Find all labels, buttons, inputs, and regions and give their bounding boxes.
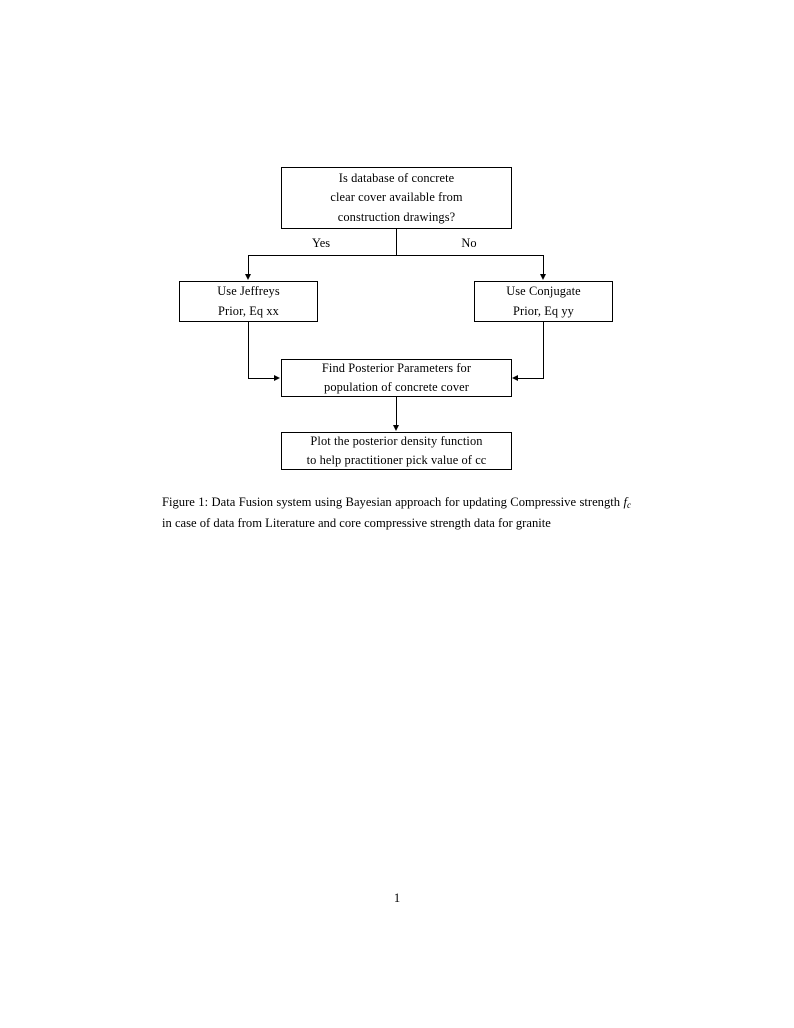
figure-caption-text-part-1: Data Fusion system using Bayesian approa… [208, 495, 624, 509]
arrowhead-to-conjugate [539, 274, 546, 280]
flowchart-node-conjugate-prior: Use Conjugate Prior, Eq yy [474, 281, 613, 322]
flowchart-node-find-posterior: Find Posterior Parameters for population… [281, 359, 512, 397]
node-plot-line-2: to help practitioner pick value of cc [306, 453, 487, 467]
node-jeffreys-line-2: Prior, Eq xx [218, 303, 279, 318]
arrowhead-to-jeffreys [244, 274, 251, 280]
arrowhead-to-plot [392, 425, 399, 431]
figure-caption: Figure 1: Data Fusion system using Bayes… [162, 492, 631, 533]
page-number: 1 [393, 891, 401, 905]
connector-conjugate-across [518, 378, 544, 379]
node-posterior-line-1: Find Posterior Parameters for [321, 360, 472, 375]
flowchart-node-plot-density: Plot the posterior density function to h… [281, 432, 512, 470]
node-conjugate-line-1: Use Conjugate [506, 284, 581, 299]
node-decision-line-2: clear cover available from [330, 190, 463, 205]
figure-caption-label: Figure 1: [162, 495, 209, 509]
node-posterior-line-2: population of concrete cover [324, 380, 469, 394]
connector-posterior-to-plot [396, 397, 397, 425]
flowchart-node-decision: Is database of concrete clear cover avai… [281, 167, 512, 229]
arrowhead-conjugate-to-posterior [512, 375, 518, 381]
edge-label-no: No [458, 237, 480, 249]
connector-bus-to-jeffreys [248, 255, 249, 274]
edge-label-yes: Yes [308, 237, 334, 249]
node-decision-line-1: Is database of concrete [338, 171, 455, 186]
connector-jeffreys-down [248, 322, 249, 379]
node-plot-line-1: Plot the posterior density function [310, 433, 483, 448]
connector-conjugate-down [543, 322, 544, 379]
flowchart-figure: Yes No Is database of concrete clear cov… [0, 0, 794, 490]
node-conjugate-line-2: Prior, Eq yy [513, 303, 574, 318]
arrowhead-jeffreys-to-posterior [274, 375, 280, 381]
node-jeffreys-line-1: Use Jeffreys [217, 284, 280, 299]
connector-bus-to-conjugate [543, 255, 544, 274]
figure-caption-math-subscript: c [626, 499, 631, 510]
connector-decision-stem [396, 229, 397, 256]
connector-branch-bus [248, 255, 544, 256]
flowchart-node-jeffreys-prior: Use Jeffreys Prior, Eq xx [179, 281, 318, 322]
node-decision-line-3: construction drawings? [337, 209, 456, 224]
connector-jeffreys-across [248, 378, 274, 379]
figure-caption-math-variable: f [623, 495, 627, 509]
figure-caption-text-part-2: in case of data from Literature and core… [162, 515, 551, 530]
